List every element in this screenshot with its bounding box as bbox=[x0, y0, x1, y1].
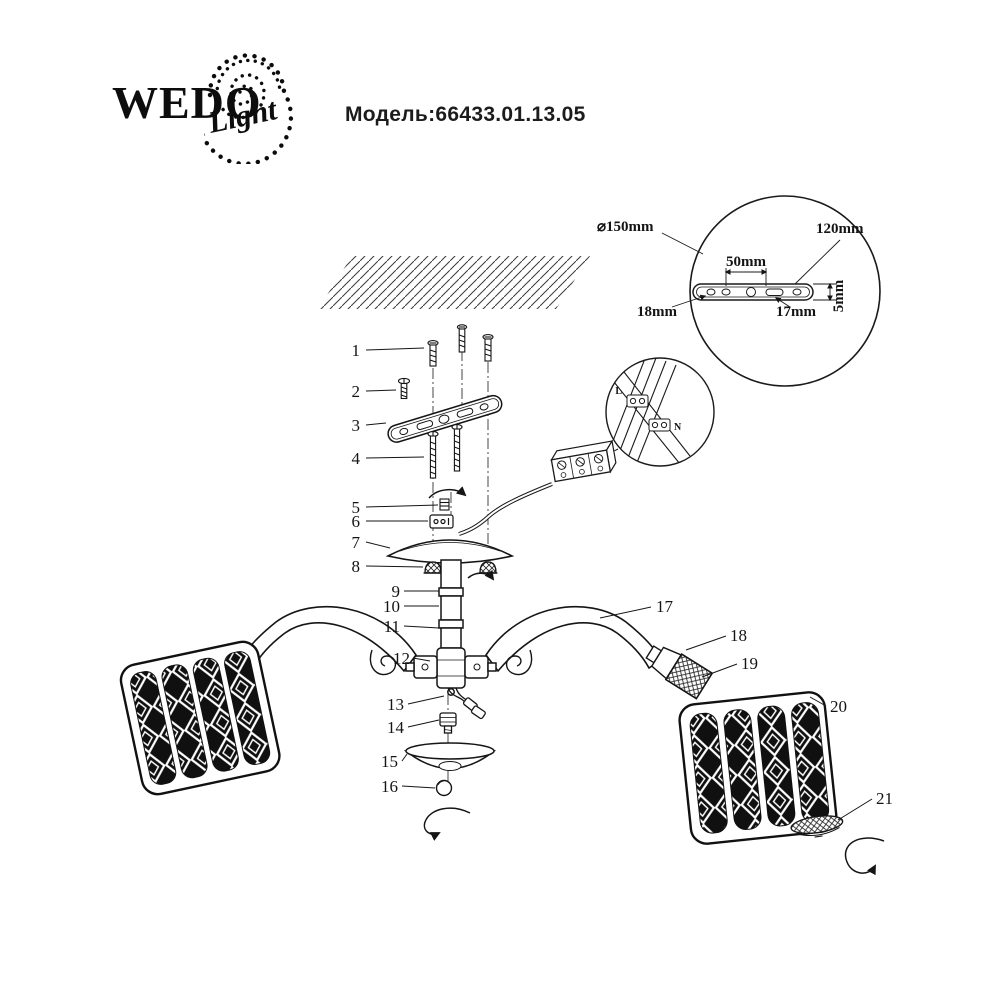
right-lampshade bbox=[678, 691, 838, 845]
part-4-screws bbox=[427, 424, 463, 479]
part-label-10: 10 bbox=[383, 597, 400, 616]
dimension-labels: ⌀150mm 120mm 50mm 5mm 18mm 17mm bbox=[597, 219, 864, 320]
part-label-2: 2 bbox=[352, 382, 361, 401]
part-1-anchors bbox=[427, 324, 494, 367]
part-label-19: 19 bbox=[741, 654, 758, 673]
dim-17: 17mm bbox=[776, 304, 816, 320]
part-label-3: 3 bbox=[352, 416, 361, 435]
part-label-11: 11 bbox=[384, 617, 400, 636]
brand-logo: WEDO Light bbox=[112, 38, 342, 173]
part-label-7: 7 bbox=[352, 533, 361, 552]
wiring-neutral-label: N bbox=[674, 422, 682, 433]
part-13-wires bbox=[447, 687, 486, 720]
part-5-stud bbox=[439, 498, 450, 511]
supply-wire bbox=[458, 482, 553, 536]
part-label-18: 18 bbox=[730, 626, 747, 645]
mounting-detail-callout bbox=[661, 195, 881, 387]
terminal-block bbox=[550, 439, 617, 483]
part-label-17: 17 bbox=[656, 597, 674, 616]
logo-dot-spiral bbox=[204, 53, 294, 164]
part-label-13: 13 bbox=[387, 695, 404, 714]
ceiling-hatch bbox=[318, 256, 590, 309]
part-14-coupler bbox=[439, 712, 457, 734]
part-label-1: 1 bbox=[352, 341, 361, 360]
wiring-detail-callout bbox=[597, 357, 715, 467]
dim-diameter-150: ⌀150mm bbox=[597, 219, 654, 235]
part-label-5: 5 bbox=[352, 498, 361, 517]
part-label-4: 4 bbox=[352, 449, 361, 468]
part-16-finial bbox=[435, 779, 453, 797]
dim-120: 120mm bbox=[816, 221, 864, 237]
wire-terminals bbox=[626, 394, 671, 432]
part-label-16: 16 bbox=[381, 777, 398, 796]
part-label-9: 9 bbox=[392, 582, 401, 601]
rotation-arrows bbox=[423, 486, 885, 876]
left-lampshade bbox=[119, 640, 281, 796]
part-label-14: 14 bbox=[387, 718, 405, 737]
part-21-diffuser bbox=[790, 815, 844, 838]
part-labels: 1 2 3 4 5 6 7 8 9 10 11 12 13 14 15 16 1… bbox=[352, 341, 894, 808]
dim-50: 50mm bbox=[726, 254, 766, 270]
center-hub bbox=[405, 647, 497, 696]
part-label-21: 21 bbox=[876, 789, 893, 808]
model-number: Модель:66433.01.13.05 bbox=[345, 103, 586, 126]
part-2-screw bbox=[397, 377, 411, 400]
part-15-bottom-cover bbox=[403, 742, 497, 771]
right-socket bbox=[645, 645, 714, 700]
part-7-canopy bbox=[385, 539, 515, 564]
dim-18: 18mm bbox=[637, 304, 677, 320]
part-8-cap-nuts bbox=[423, 561, 498, 574]
part-3-mounting-strap bbox=[387, 394, 503, 443]
central-column bbox=[438, 559, 464, 649]
part-label-15: 15 bbox=[381, 752, 398, 771]
part-6-connector bbox=[429, 514, 454, 529]
label-leader-lines bbox=[365, 347, 873, 821]
dim-5: 5mm bbox=[831, 279, 847, 312]
right-arm bbox=[485, 605, 663, 676]
brand-wordmark: WEDO bbox=[112, 77, 262, 128]
part-label-20: 20 bbox=[830, 697, 847, 716]
part-label-12: 12 bbox=[393, 649, 410, 668]
part-label-8: 8 bbox=[352, 557, 361, 576]
wiring-live-label: L bbox=[615, 386, 622, 397]
part-label-6: 6 bbox=[352, 512, 361, 531]
